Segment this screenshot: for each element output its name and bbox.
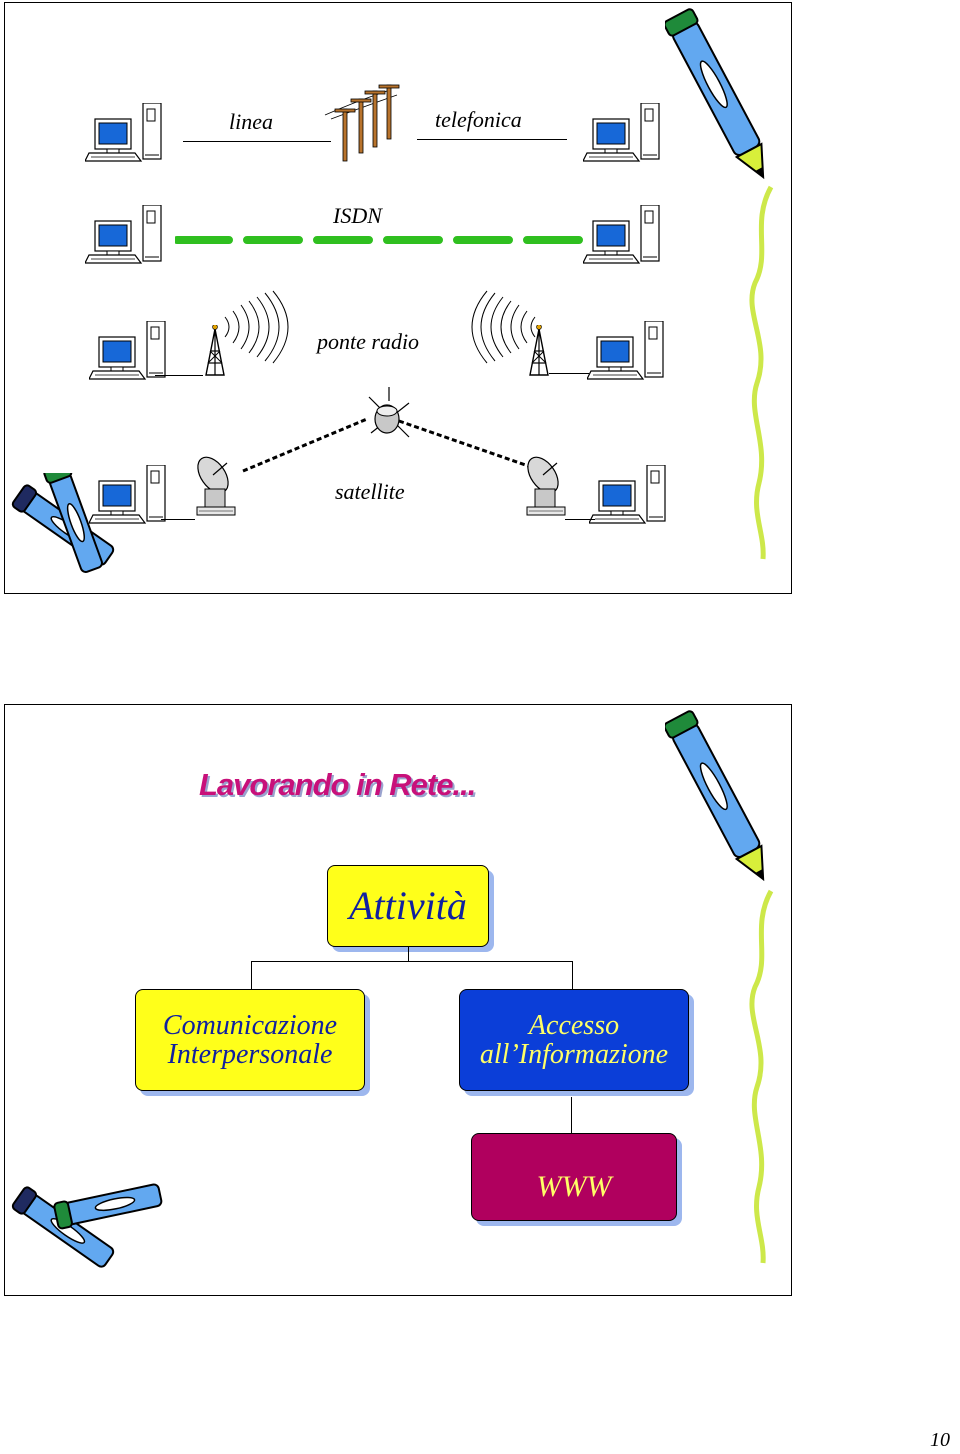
box-comunicazione: Comunicazione Interpersonale [135,989,365,1091]
link-line [549,373,589,374]
computer-icon [583,205,660,264]
computer-icon [89,321,166,380]
box-accesso-line2: all’Informazione [479,1039,669,1070]
connector [251,961,252,989]
label-satellite: satellite [335,479,405,504]
label-isdn: ISDN [333,203,382,228]
computer-icon [587,321,664,380]
label-ponte-radio: ponte radio [317,329,420,354]
link-line [155,375,203,376]
pen-icon [665,8,765,180]
radio-waves-icon [471,290,536,364]
computer-icon [85,205,162,264]
satellite-icon [368,387,410,438]
computer-icon [589,465,666,524]
box-accesso: Accesso all’Informazione [459,989,689,1091]
satellite-dish-icon [521,453,566,516]
connector [572,961,573,989]
slide-lavorando-in-rete: Lavorando in Rete... Attività Comunicazi… [4,704,792,1296]
page-number: 10 [930,1429,950,1451]
pens-icon [11,1183,163,1268]
connector [251,961,573,962]
pen-icon [665,710,765,882]
slide-title: Lavorando in Rete... [199,767,476,802]
isdn-line [175,236,585,244]
computer-icon [85,103,162,162]
slide-connections: linea telefonica ISDN [4,2,792,594]
scribble-icon [749,889,774,1264]
phone-line-left [183,141,331,142]
box-comunicazione-line1: Comunicazione [162,1009,338,1041]
box-comunicazione-line2: Interpersonale [167,1039,333,1070]
connector [408,947,409,961]
telephone-poles-icon [324,84,400,162]
link-line [565,519,595,520]
scribble-icon [749,185,774,560]
pens-icon [11,473,115,573]
label-telefonica: telefonica [435,107,522,132]
computer-icon [583,103,660,162]
box-www-label: WWW [536,1170,612,1204]
radio-waves-icon [224,290,289,364]
box-attivita: Attività [327,865,489,947]
link-line [161,519,195,520]
satellite-links [242,417,538,473]
box-accesso-line1: Accesso [528,1009,620,1041]
satellite-dish-icon [191,453,236,516]
label-linea: linea [229,109,273,134]
box-attivita-label: Attività [349,883,467,928]
box-www: WWW [471,1133,677,1221]
phone-line-right [417,139,567,140]
connector [571,1097,572,1133]
